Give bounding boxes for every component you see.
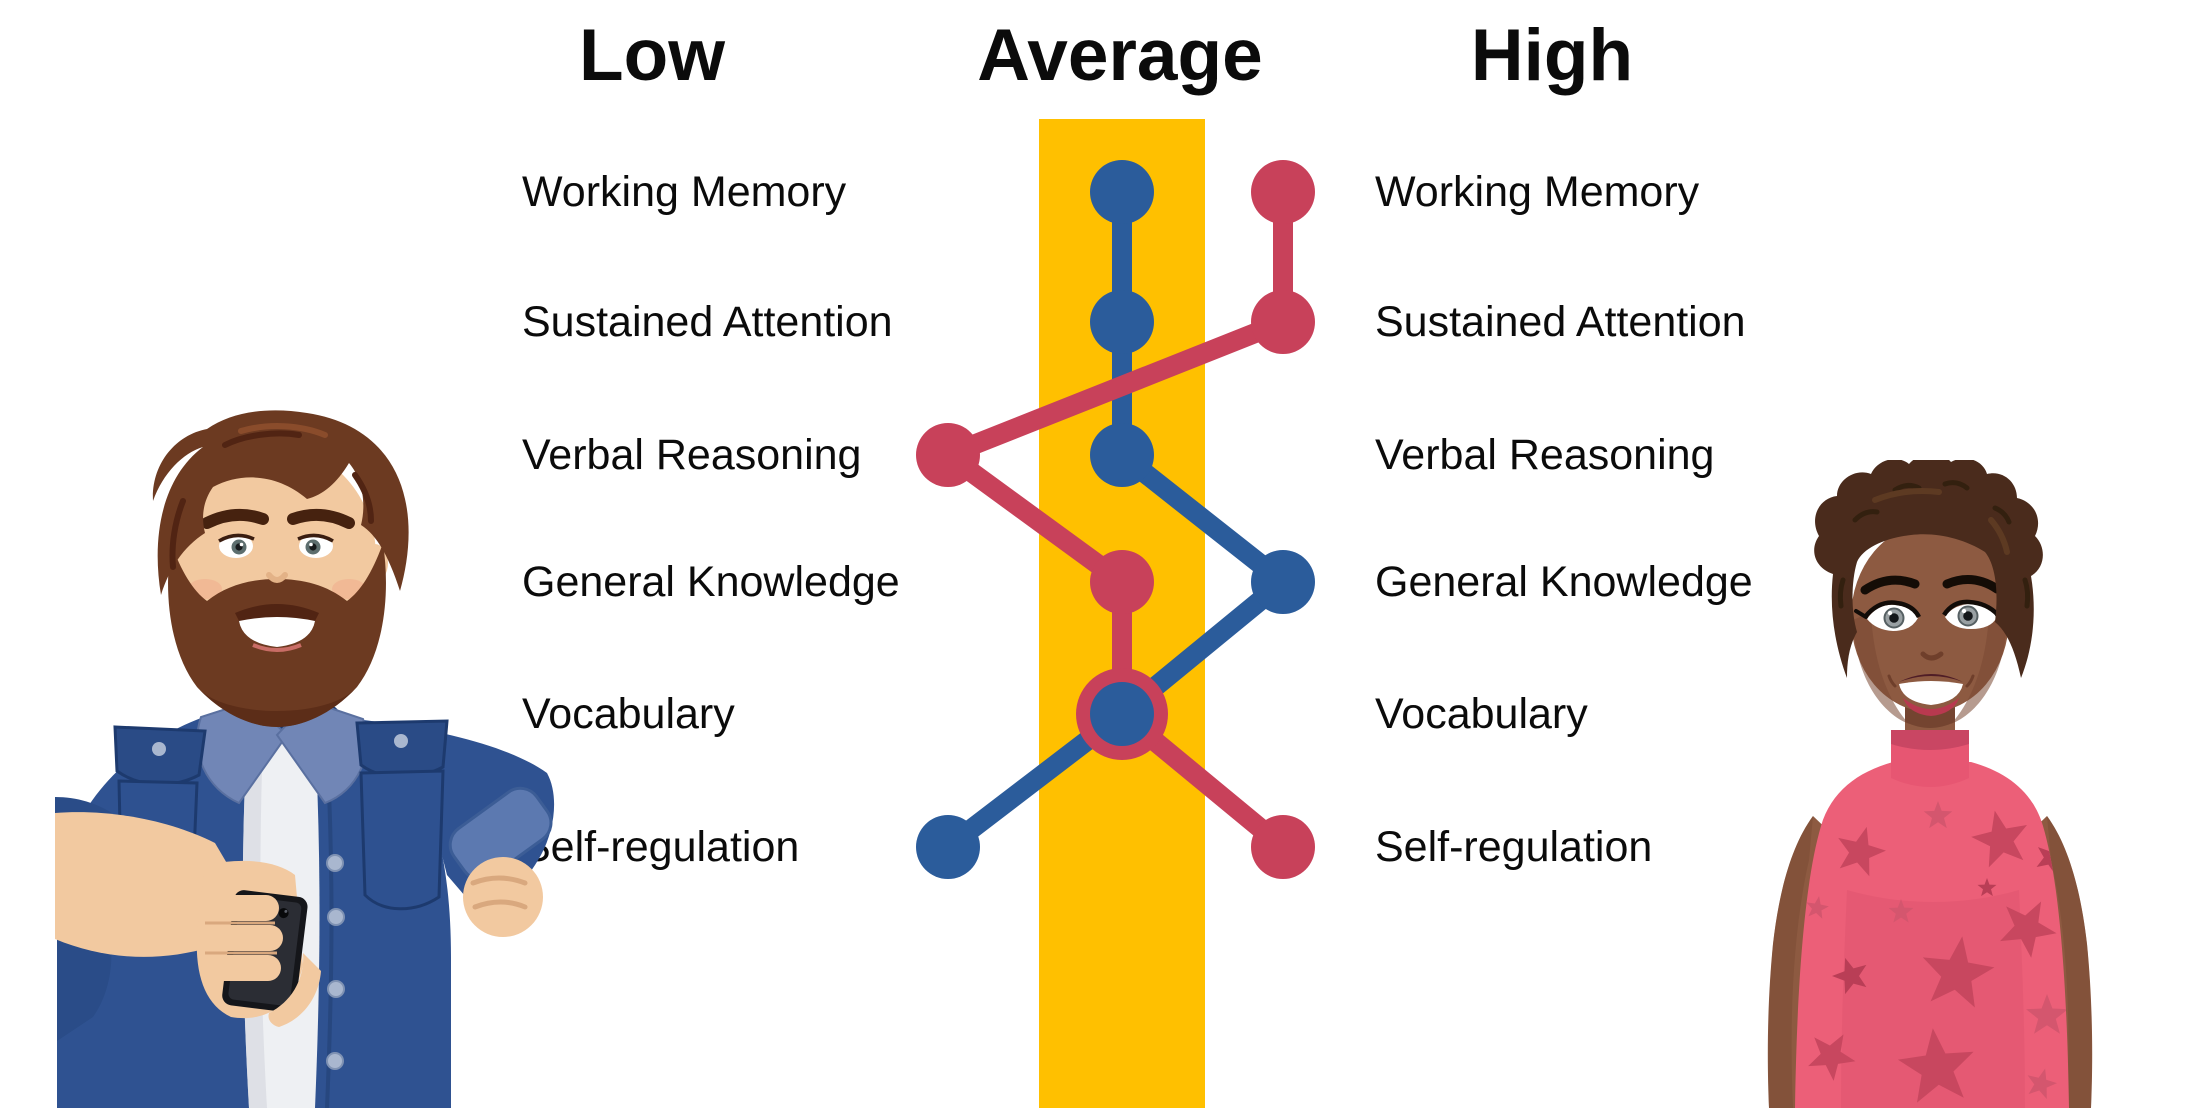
- category-label-left: Sustained Attention: [522, 298, 893, 346]
- data-point-blue-person-profile-General Knowledge: [1251, 550, 1315, 614]
- data-point-blue-person-profile-Vocabulary: [1090, 682, 1154, 746]
- man-collar: [196, 699, 289, 805]
- data-point-blue-person-profile-Sustained Attention: [1090, 290, 1154, 354]
- category-label-left: General Knowledge: [522, 558, 900, 606]
- woman-short-afro-illustration: [1767, 460, 2093, 1108]
- man-smile: [239, 617, 315, 647]
- man-arm-and-phone: [55, 797, 321, 1027]
- column-header-average: Average: [977, 15, 1263, 96]
- data-point-red-person-profile-General Knowledge: [1090, 550, 1154, 614]
- woman-top: [1795, 730, 2069, 1108]
- woman-hair: [1814, 460, 2043, 678]
- data-point-red-person-profile-Self-regulation: [1251, 815, 1315, 879]
- woman-head: [1851, 524, 2009, 724]
- star-pattern: [1806, 801, 2068, 1103]
- category-label-right: Verbal Reasoning: [1375, 431, 1715, 479]
- category-label-right: Vocabulary: [1375, 690, 1588, 738]
- category-label-left: Working Memory: [522, 168, 847, 216]
- column-header-low: Low: [579, 15, 725, 96]
- man-eyes: [218, 533, 334, 558]
- data-point-blue-person-profile-Self-regulation: [916, 815, 980, 879]
- category-label-left: Verbal Reasoning: [522, 431, 862, 479]
- man-fist: [463, 857, 543, 937]
- data-point-red-person-profile-Verbal Reasoning: [916, 423, 980, 487]
- data-point-red-person-profile-Sustained Attention: [1251, 290, 1315, 354]
- man-hair: [152, 410, 409, 595]
- category-label-left: Vocabulary: [522, 690, 735, 738]
- man-with-smartphone-illustration: [55, 410, 555, 1108]
- man-head: [152, 410, 409, 727]
- data-point-red-person-profile-Working Memory: [1251, 160, 1315, 224]
- man-right-pocket: [355, 719, 449, 911]
- woman-eyes: [1854, 599, 2009, 631]
- category-label-right: Working Memory: [1375, 168, 1700, 216]
- woman-smile: [1899, 681, 1963, 705]
- data-point-blue-person-profile-Verbal Reasoning: [1090, 423, 1154, 487]
- data-point-blue-person-profile-Working Memory: [1090, 160, 1154, 224]
- category-label-right: General Knowledge: [1375, 558, 1753, 606]
- category-label-right: Sustained Attention: [1375, 298, 1746, 346]
- column-header-high: High: [1470, 15, 1634, 96]
- category-label-left: Self-regulation: [522, 823, 800, 871]
- woman-face: [1851, 524, 2009, 712]
- category-label-right: Self-regulation: [1375, 823, 1653, 871]
